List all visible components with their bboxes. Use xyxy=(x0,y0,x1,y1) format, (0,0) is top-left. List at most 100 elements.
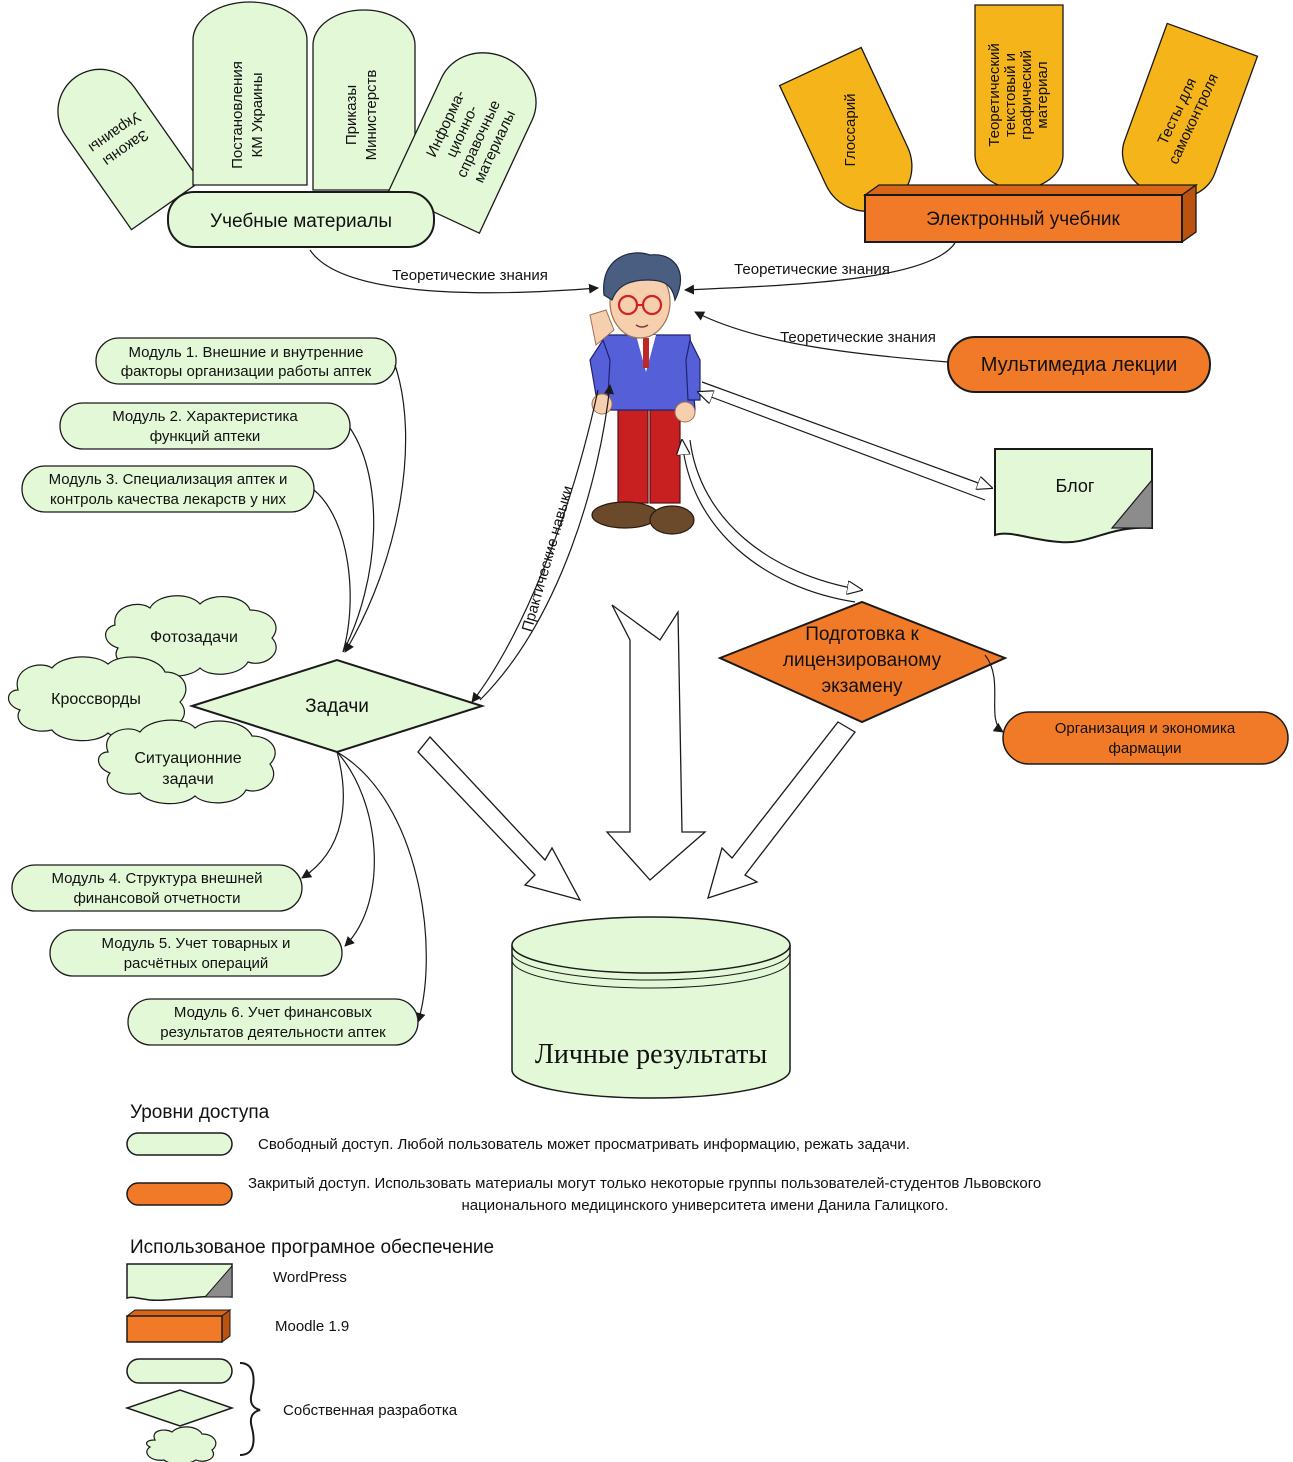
petal-theory-line4: материал xyxy=(1034,61,1051,128)
org-econ-line2: фармации xyxy=(1108,740,1181,757)
org-econ-box[interactable] xyxy=(1002,711,1289,765)
module-6-box[interactable] xyxy=(127,998,419,1046)
petal-theory-line2: текстовый и xyxy=(1002,53,1019,137)
cloud-photo[interactable]: Фотозадачи xyxy=(105,595,277,677)
ebook-title: Электронный учебник xyxy=(926,209,1120,230)
petal-reference: Информа- ционно- справочные материалы xyxy=(387,52,537,235)
edge-module2-to-tasks xyxy=(342,427,375,653)
edge-module1-to-tasks xyxy=(344,364,407,653)
multimedia-title: Мультимедиа лекции xyxy=(981,354,1178,376)
edge-label-theory-right: Теоретические знания xyxy=(734,261,890,278)
petal-theory-line3: графический xyxy=(1018,50,1035,140)
student-icon xyxy=(589,252,701,535)
edge-exam-to-student xyxy=(682,440,856,603)
cloud-crossword[interactable]: Кроссворды xyxy=(7,656,187,742)
module-3-line1: Модуль 3. Специализация аптек и xyxy=(49,471,288,488)
results-label: Личные результаты xyxy=(535,1039,767,1070)
edge-ebook-to-student xyxy=(684,242,956,295)
ebook-box[interactable] xyxy=(864,194,1183,243)
module-4-line1: Модуль 4. Структура внешней xyxy=(52,870,263,887)
legend-closed-line2: национального медицинского университета … xyxy=(462,1197,949,1214)
study-materials-box[interactable] xyxy=(167,191,435,248)
module-3-line2: контроль качества лекарств у них xyxy=(50,491,287,508)
edge-student-to-exam xyxy=(689,439,862,590)
tasks-diamond[interactable] xyxy=(188,658,486,754)
study-materials-group: Законы Украины Постановления КМ Украины … xyxy=(57,1,537,248)
edge-student-to-blog xyxy=(701,381,992,488)
module-5-box[interactable] xyxy=(49,929,343,977)
exam-line1: Подготовка к xyxy=(805,624,919,645)
tasks-label: Задачи xyxy=(305,696,369,717)
petal-glossary-line1: Глоссарий xyxy=(842,94,859,167)
module-4-line2: финансовой отчетности xyxy=(73,890,240,907)
petal-resolutions-line1: Постановления xyxy=(229,61,246,169)
ebook-group: Глоссарий Теоретический текстовый и граф… xyxy=(778,4,1259,244)
legend-closed-line1: Закритый доступ. Использовать материалы … xyxy=(248,1175,1041,1192)
legend-wordpress-text: WordPress xyxy=(273,1269,347,1286)
edge-tasks-to-module6 xyxy=(336,751,427,1023)
module-3-box[interactable] xyxy=(21,465,315,513)
results-database[interactable]: Личные результаты xyxy=(511,916,791,1099)
ebook-box-top xyxy=(862,184,1199,196)
module-2-line1: Модуль 2. Характеристика xyxy=(112,408,298,425)
cloud-crossword-label: Кроссворды xyxy=(51,691,141,708)
multimedia-box[interactable] xyxy=(947,336,1211,393)
arrow-student-to-results xyxy=(605,604,707,881)
module-5-line2: расчётных операций xyxy=(124,955,269,972)
legend-own-pill xyxy=(126,1358,233,1384)
cloud-situational-line1: Ситуационние xyxy=(134,750,241,767)
edge-tasks-to-student xyxy=(479,384,615,701)
module-2-box[interactable] xyxy=(59,402,351,450)
blog-title: Блог xyxy=(1056,476,1095,496)
petal-tests: Тесты для самоконтроля xyxy=(1121,22,1259,199)
module-1-line2: факторы организации работы аптек xyxy=(121,363,372,380)
legend-own-cloud xyxy=(145,1426,217,1462)
legend-wordpress-corner xyxy=(203,1264,233,1298)
org-econ-line1: Организация и экономика xyxy=(1055,720,1236,737)
petal-theory-line1: Теоретический xyxy=(986,43,1003,146)
cloud-photo-label: Фотозадачи xyxy=(150,629,238,646)
exam-line3: экзамену xyxy=(821,676,903,697)
legend-free-text: Свободный доступ. Любой пользователь мож… xyxy=(258,1136,910,1153)
modules-bottom-group: Модуль 4. Структура внешней финансовой о… xyxy=(11,864,419,1046)
module-6-line2: результатов деятельности аптек xyxy=(160,1024,386,1041)
module-6-line1: Модуль 6. Учет финансовых xyxy=(174,1004,373,1021)
edge-label-practical: Практические навыки xyxy=(519,484,577,634)
exam-line2: лицензированому xyxy=(783,650,942,671)
legend-own-text: Собственная разработка xyxy=(283,1402,458,1419)
edge-label-theory-left: Теоретические знания xyxy=(392,267,548,284)
module-5-line1: Модуль 5. Учет товарных и xyxy=(102,935,291,952)
legend: Уровни доступа Свободный доступ. Любой п… xyxy=(124,1102,1041,1462)
edge-tasks-to-module5 xyxy=(336,751,375,947)
petal-laws: Законы Украины xyxy=(57,68,202,231)
edge-multimedia-to-student xyxy=(694,311,949,363)
legend-moodle-side xyxy=(221,1309,231,1343)
legend-own-diamond xyxy=(124,1389,235,1427)
edge-exam-to-org xyxy=(984,654,1004,733)
cloud-situational-line2: задачи xyxy=(162,771,213,788)
petal-orders: Приказы Министерств xyxy=(312,9,416,191)
edge-module3-to-tasks xyxy=(313,489,351,653)
modules-top-group: Модуль 1. Внешние и внутренние факторы о… xyxy=(21,337,397,513)
edge-blog-to-student xyxy=(698,392,986,501)
ebook-box-side xyxy=(1181,183,1197,244)
blog-corner xyxy=(1110,478,1153,529)
arrow-tasks-to-results xyxy=(417,736,582,902)
petal-resolutions-line2: КМ Украины xyxy=(249,73,266,158)
module-1-box[interactable] xyxy=(95,337,397,385)
legend-free-swatch xyxy=(126,1132,233,1156)
exam-diamond[interactable] xyxy=(717,600,1008,724)
petal-orders-line2: Министерств xyxy=(363,70,380,161)
module-4-box[interactable] xyxy=(11,864,303,912)
cloud-situational[interactable]: Ситуационние задачи xyxy=(97,719,276,805)
legend-moodle-text: Moodle 1.9 xyxy=(275,1318,349,1335)
petal-orders-line1: Приказы xyxy=(343,85,360,145)
edge-student-to-tasks xyxy=(471,389,599,703)
legend-brace xyxy=(239,1362,261,1456)
edge-study-to-student xyxy=(309,249,599,294)
legend-access-title: Уровни доступа xyxy=(130,1102,270,1123)
legend-software-title: Использованое програмное обеспечение xyxy=(130,1237,494,1258)
study-materials-title: Учебные материалы xyxy=(210,211,392,232)
module-2-line2: функций аптеки xyxy=(150,428,261,445)
